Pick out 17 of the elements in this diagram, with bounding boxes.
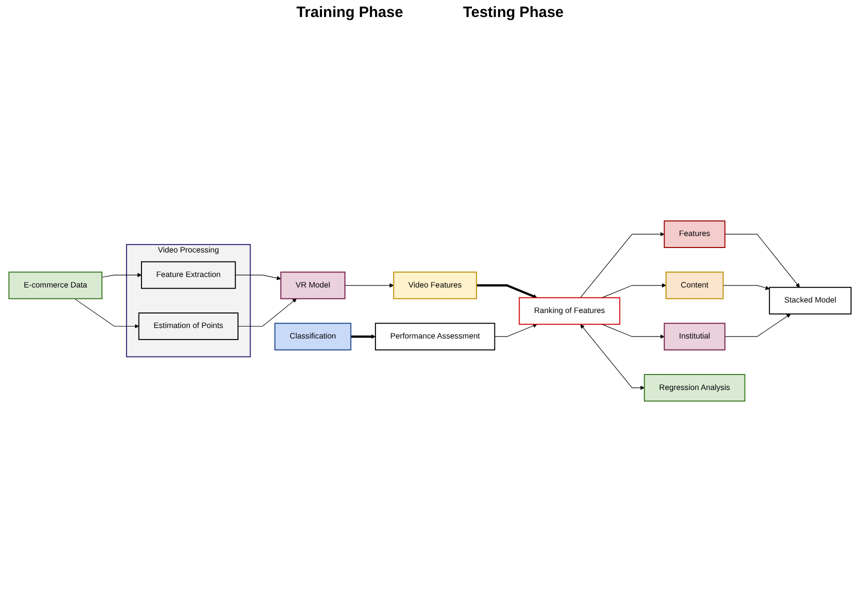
arrow [724,314,791,337]
arrow [235,274,281,280]
arrow [74,298,140,328]
arrow [476,284,538,298]
arrow [602,324,664,339]
arrow [238,298,297,327]
arrow [494,324,538,337]
arrow [102,272,142,278]
arrow [350,334,376,339]
arrow [344,283,394,288]
phase-heading: Training Phase [296,4,404,21]
arrow [722,285,770,290]
arrow [580,324,645,390]
arrow [580,232,664,298]
phase-heading: Testing Phase [463,4,564,21]
arrow [724,234,800,288]
arrow [602,283,666,298]
